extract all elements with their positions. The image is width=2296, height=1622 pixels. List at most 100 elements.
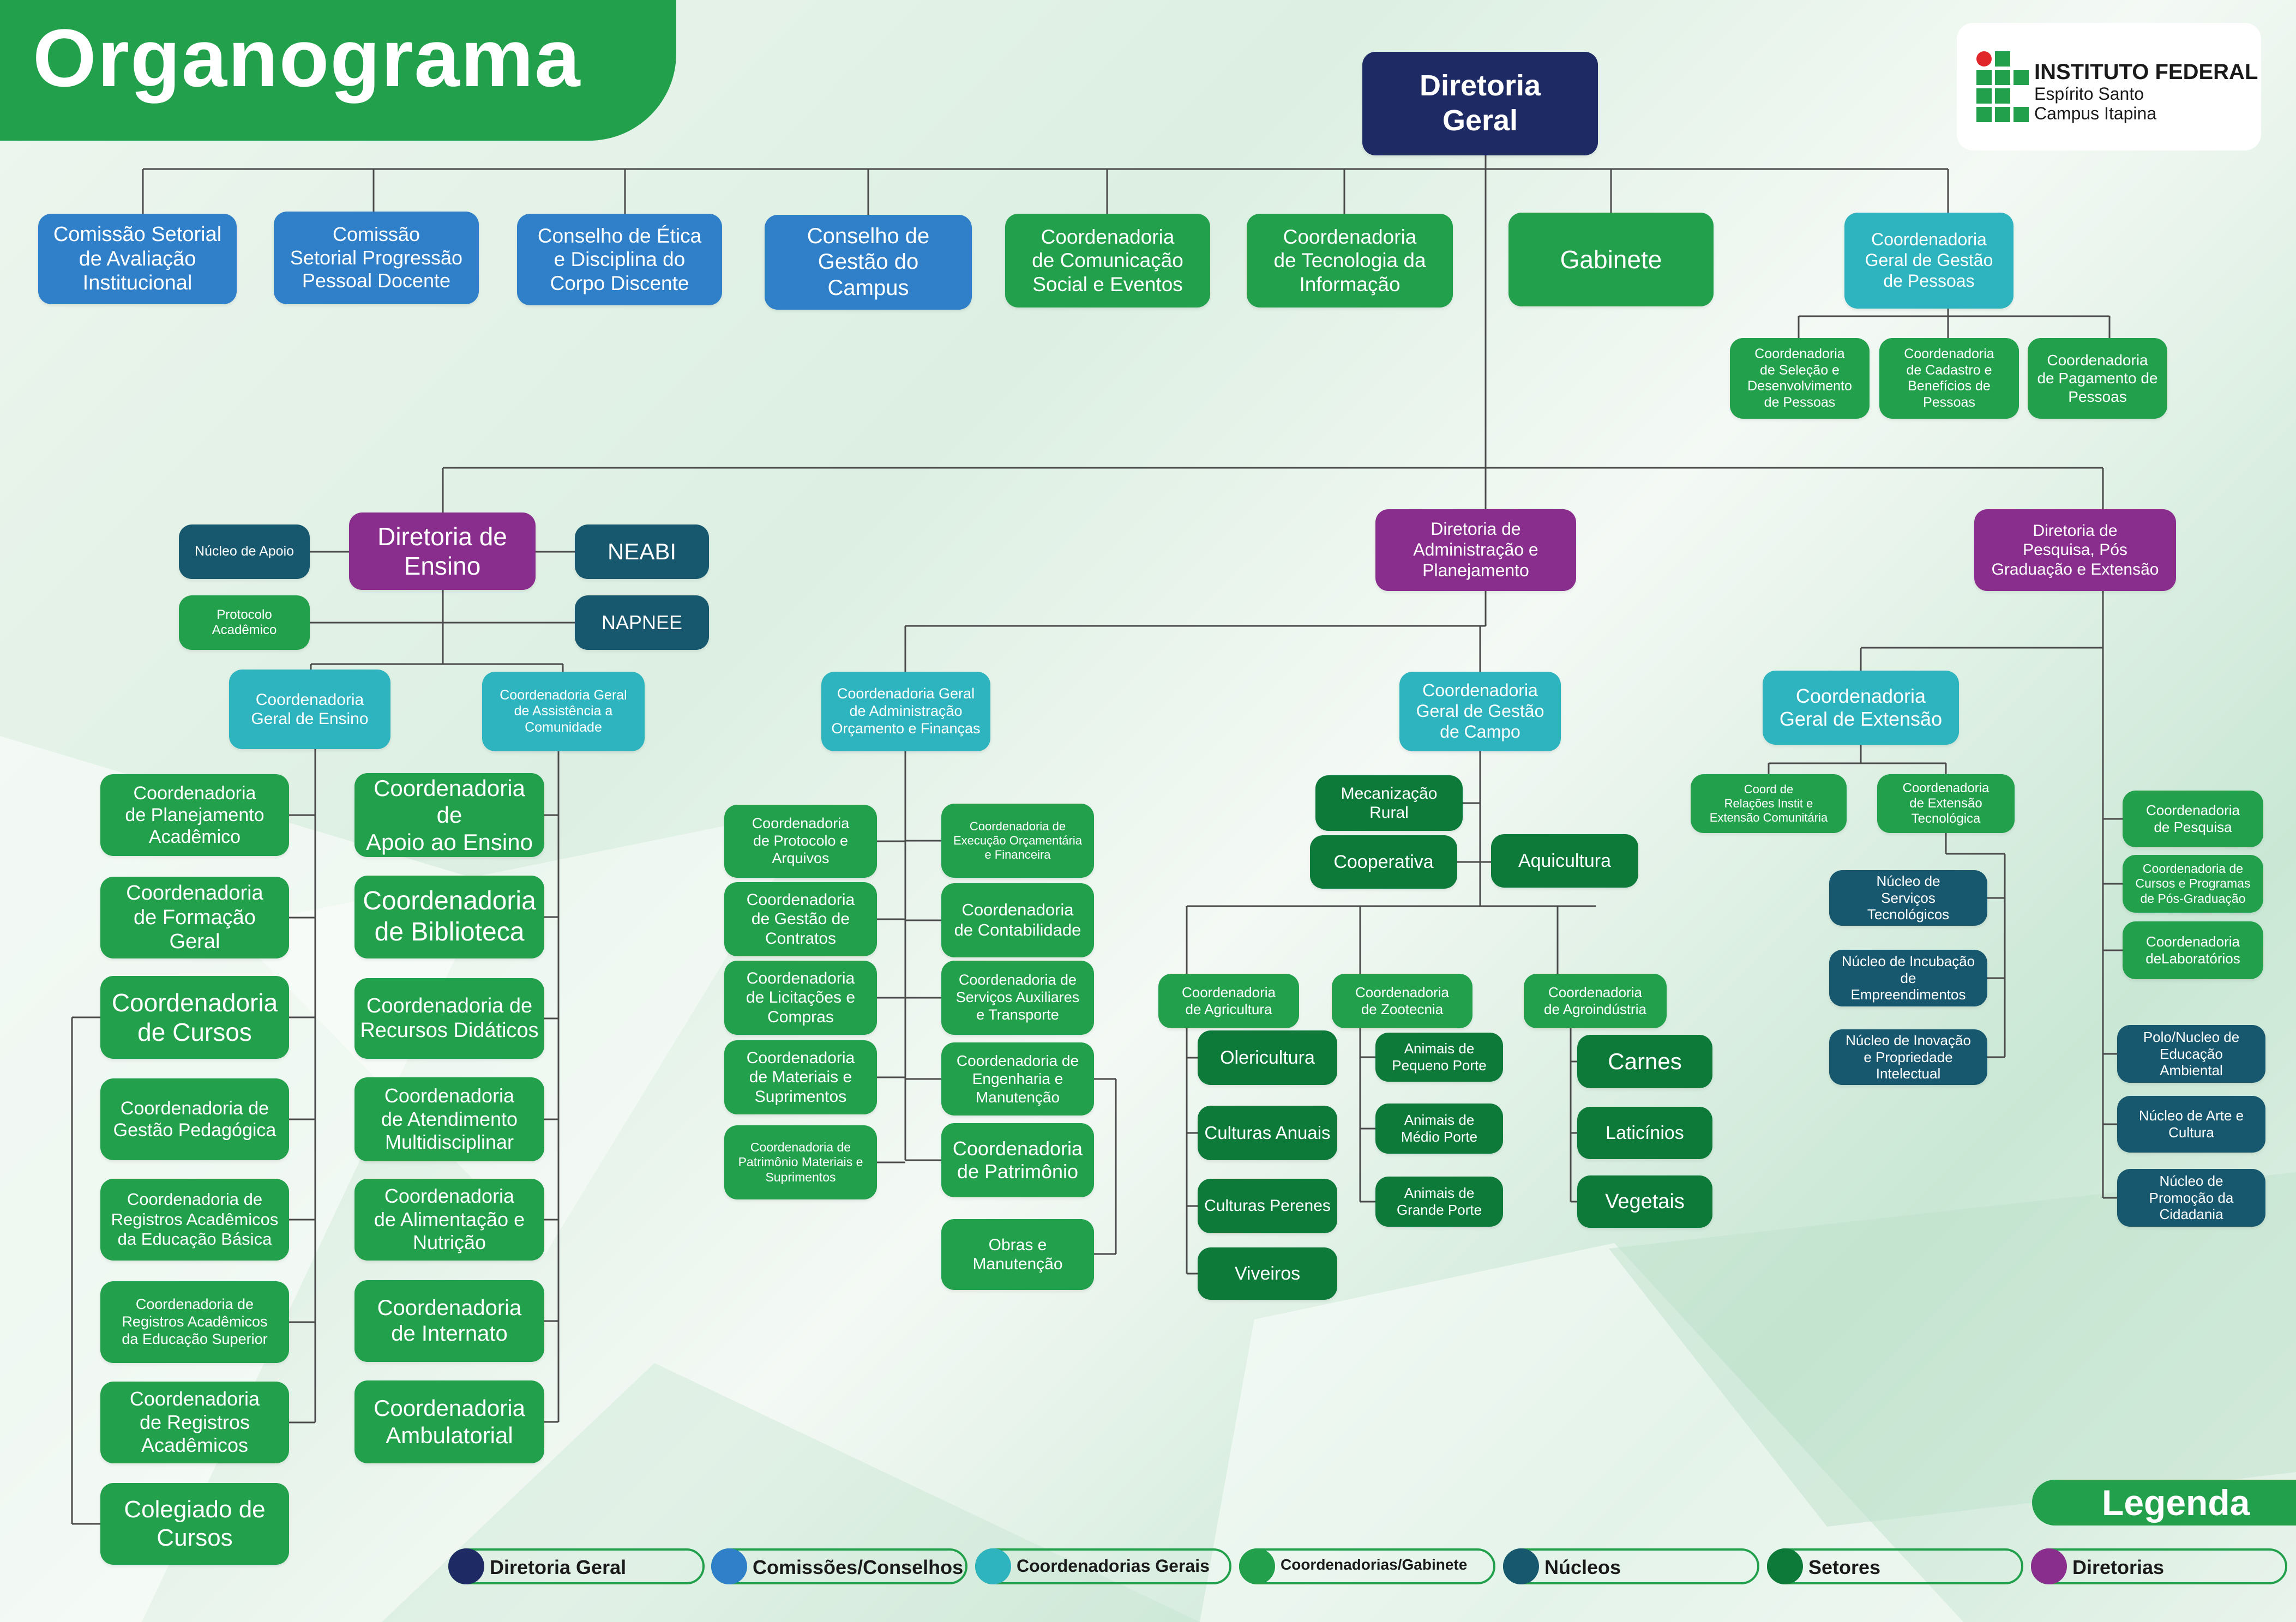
node-servicos-auxiliares: Coordenadoria de Serviços Auxiliares e T…	[941, 961, 1094, 1035]
node-culturas-anuais: Culturas Anuais	[1198, 1106, 1337, 1160]
node-olericultura: Olericultura	[1198, 1030, 1337, 1085]
node-pagamento-pessoas: Coordenadoria de Pagamento de Pessoas	[2028, 338, 2167, 419]
node-zootecnia: Coordenadoria de Zootecnia	[1332, 974, 1472, 1028]
legend-item: Diretoria Geral	[448, 1548, 705, 1584]
node-colegiado-cursos: Colegiado de Cursos	[100, 1483, 289, 1565]
node-execucao-orcamentaria: Coordenadoria de Execução Orçamentária e…	[941, 804, 1094, 878]
node-cg-extensao: Coordenadoria Geral de Extensão	[1763, 671, 1959, 745]
node-registros-basica: Coordenadoria de Registros Acadêmicos da…	[100, 1179, 289, 1261]
node-aquicultura: Aquicultura	[1491, 834, 1638, 888]
node-promocao-cidadania: Núcleo de Promoção da Cidadania	[2117, 1169, 2265, 1227]
node-gestao-pedagogica: Coordenadoria de Gestão Pedagógica	[100, 1078, 289, 1160]
legend-item: Comissões/Conselhos	[711, 1548, 967, 1584]
node-comissao-avaliacao: Comissão Setorial de Avaliação Instituci…	[38, 214, 237, 304]
node-neabi: NEABI	[575, 524, 709, 579]
node-inovacao: Núcleo de Inovação e Propriedade Intelec…	[1829, 1029, 1987, 1085]
legend-swatch	[711, 1548, 747, 1584]
node-relacoes-institucionais: Coord de Relações Instit e Extensão Comu…	[1691, 774, 1847, 833]
legend-pill-outline	[1767, 1548, 2023, 1584]
node-engenharia-manutencao: Coordenadoria de Engenharia e Manutenção	[941, 1042, 1094, 1115]
node-registros-academicos: Coordenadoria de Registros Acadêmicos	[100, 1382, 289, 1463]
node-agricultura: Coordenadoria de Agricultura	[1158, 974, 1299, 1028]
legend-item: Setores	[1767, 1548, 2023, 1584]
node-cursos: Coordenadoria de Cursos	[100, 976, 289, 1059]
node-viveiros: Viveiros	[1198, 1247, 1337, 1300]
logo-square	[1995, 107, 2010, 122]
node-vegetais: Vegetais	[1577, 1175, 1712, 1228]
node-apoio-ensino: Coordenadoria de Apoio ao Ensino	[354, 773, 544, 857]
node-extensao-tecnologica: Coordenadoria de Extensão Tecnológica	[1877, 774, 2015, 833]
node-biblioteca: Coordenadoria de Biblioteca	[354, 876, 544, 958]
legend-item: Núcleos	[1503, 1548, 1759, 1584]
logo-state: Espírito Santo	[2034, 84, 2144, 104]
node-animais-pequeno: Animais de Pequeno Porte	[1375, 1033, 1503, 1082]
node-napnee: NAPNEE	[575, 595, 709, 650]
legend-swatch	[975, 1548, 1011, 1584]
node-contabilidade: Coordenadoria de Contabilidade	[941, 883, 1094, 957]
node-animais-grande: Animais de Grande Porte	[1375, 1177, 1503, 1227]
legend-label: Setores	[1808, 1556, 1881, 1578]
legend-pill-outline	[1503, 1548, 1759, 1584]
node-formacao-geral: Coordenadoria de Formação Geral	[100, 877, 289, 958]
node-gabinete: Gabinete	[1508, 213, 1714, 306]
logo-square	[1976, 70, 1992, 85]
node-animais-medio: Animais de Médio Porte	[1375, 1104, 1503, 1154]
node-pos-graduacao: Coordenadoria de Cursos e Programas de P…	[2123, 855, 2263, 913]
legend-label: Coordenadorias Gerais	[1017, 1556, 1210, 1576]
node-materiais-suprimentos: Coordenadoria de Materiais e Suprimentos	[724, 1040, 877, 1114]
node-cooperativa: Cooperativa	[1310, 835, 1457, 889]
node-patrimonio: Coordenadoria de Patrimônio	[941, 1123, 1094, 1197]
logo-square	[1995, 88, 2010, 104]
logo-square	[1976, 88, 1992, 104]
node-comissao-progressao: Comissão Setorial Progressão Pessoal Doc…	[274, 212, 479, 304]
logo-square	[2013, 70, 2029, 85]
legend-label: Núcleos	[1544, 1556, 1621, 1578]
node-cg-gestao-pessoas: Coordenadoria Geral de Gestão de Pessoas	[1844, 213, 2013, 309]
node-protocolo-arquivos: Coordenadoria de Protocolo e Arquivos	[724, 805, 877, 878]
node-cadastro-beneficios: Coordenadoria de Cadastro e Benefícios d…	[1879, 338, 2019, 419]
node-laticinios: Laticínios	[1577, 1107, 1712, 1159]
legend-title: Legenda	[2032, 1480, 2296, 1525]
node-cg-assistencia: Coordenadoria Geral de Assistência a Com…	[482, 672, 645, 751]
page-title: Organograma	[33, 12, 581, 104]
legend-swatch	[2031, 1548, 2067, 1584]
node-internato: Coordenadoria de Internato	[354, 1280, 544, 1362]
node-tecnologia-informacao: Coordenadoria de Tecnologia da Informaçã…	[1247, 214, 1453, 307]
node-servicos-tecnologicos: Núcleo de Serviços Tecnológicos	[1829, 870, 1987, 926]
legend-item: Coordenadorias Gerais	[975, 1548, 1231, 1584]
legend-swatch	[1767, 1548, 1803, 1584]
logo-campus: Campus Itapina	[2034, 104, 2157, 123]
logo-square	[1976, 107, 1992, 122]
node-cg-administracao: Coordenadoria Geral de Administração Orç…	[821, 672, 990, 751]
node-selecao-desenvolvimento: Coordenadoria de Seleção e Desenvolvimen…	[1730, 338, 1870, 419]
institution-logo: INSTITUTO FEDERAL Espírito Santo Campus …	[1957, 23, 2261, 150]
legend-item: Diretorias	[2031, 1548, 2287, 1584]
node-incubacao: Núcleo de Incubação de Empreendimentos	[1829, 950, 1987, 1006]
logo-name: INSTITUTO FEDERAL	[2034, 60, 2258, 84]
node-arte-cultura: Núcleo de Arte e Cultura	[2117, 1096, 2265, 1153]
logo-square	[2013, 107, 2029, 122]
node-atendimento-multidisciplinar: Coordenadoria de Atendimento Multidiscip…	[354, 1077, 544, 1161]
node-alimentacao-nutricao: Coordenadoria de Alimentação e Nutrição	[354, 1179, 544, 1261]
node-agroindustria: Coordenadoria de Agroindústria	[1524, 974, 1667, 1028]
node-pesquisa: Coordenadoria de Pesquisa	[2123, 791, 2263, 847]
node-nucleo-apoio: Núcleo de Apoio	[179, 524, 310, 579]
node-diretoria-geral: Diretoria Geral	[1362, 52, 1598, 155]
legend-label: Coordenadorias/Gabinete	[1281, 1556, 1468, 1573]
node-diretoria-ensino: Diretoria de Ensino	[349, 512, 536, 590]
node-patrimonio-materiais: Coordenadoria de Patrimônio Materiais e …	[724, 1125, 877, 1199]
node-planejamento-academico: Coordenadoria de Planejamento Acadêmico	[100, 774, 289, 856]
node-educacao-ambiental: Polo/Nucleo de Educação Ambiental	[2117, 1025, 2265, 1083]
node-cg-ensino: Coordenadoria Geral de Ensino	[229, 670, 390, 749]
node-carnes: Carnes	[1577, 1035, 1712, 1088]
legend-swatch	[1503, 1548, 1539, 1584]
title-banner: Organograma	[0, 0, 676, 141]
legend-label: Diretorias	[2072, 1556, 2165, 1578]
node-conselho-gestao-campus: Conselho de Gestão do Campus	[765, 215, 972, 310]
node-laboratorios: Coordenadoria deLaboratórios	[2123, 921, 2263, 979]
node-gestao-contratos: Coordenadoria de Gestão de Contratos	[724, 882, 877, 956]
legend-label: Diretoria Geral	[490, 1556, 627, 1578]
legend-item: Coordenadorias/Gabinete	[1239, 1548, 1495, 1584]
